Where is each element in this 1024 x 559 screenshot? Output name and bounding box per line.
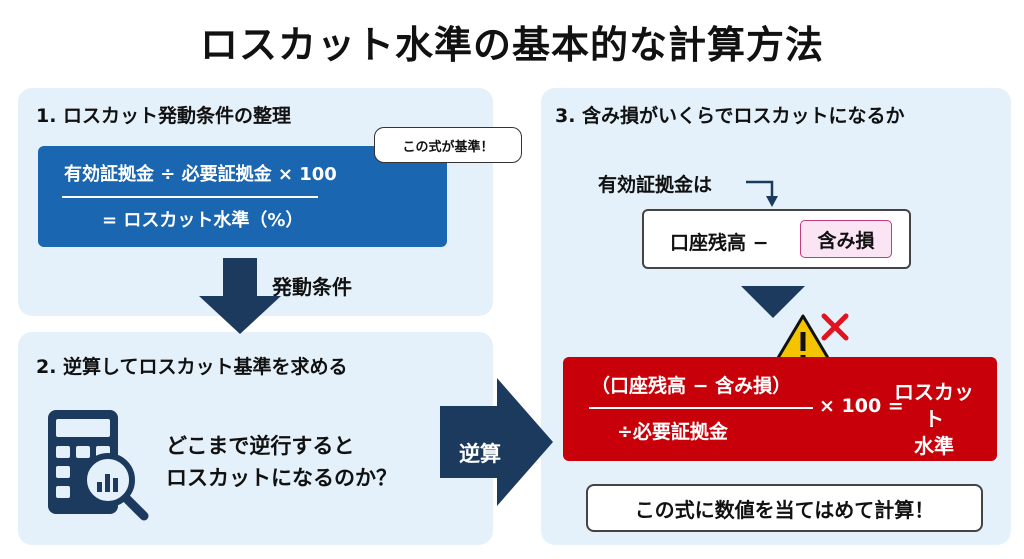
formula-box-blue: 有効証拠金 ÷ 必要証拠金 × 100 = ロスカット水準（%）: [38, 146, 447, 247]
trigger-label: 発動条件: [272, 275, 352, 299]
final-note-box: この式に数値を当てはめて計算！: [586, 484, 983, 532]
formula2-numerator: （口座残高 − 含み損）: [591, 375, 792, 397]
reverse-arrow-label: 逆算: [459, 442, 501, 466]
calculator-magnifier-icon: [44, 406, 154, 530]
down-triangle-panel3: [741, 286, 805, 318]
unrealized-loss-box: 含み損: [800, 220, 892, 258]
question-line-1: どこまで逆行すると: [166, 434, 355, 458]
formula-box-red: （口座残高 − 含み損） ÷必要証拠金 × 100 = ロスカット 水準: [563, 357, 997, 461]
speech-bubble: この式が基準！: [374, 127, 522, 163]
right-arrow-reverse: [440, 378, 553, 506]
formula2-fraction-line: [589, 407, 813, 409]
formula2-result-line-2: 水準: [914, 434, 954, 458]
formula1-denominator: = ロスカット水準（%）: [102, 210, 304, 231]
balance-text: 口座残高 −: [670, 232, 769, 254]
formula2-result: ロスカット 水準: [885, 379, 983, 460]
margin-pointer-arrow: [746, 180, 774, 198]
margin-pointer-head: [766, 196, 778, 207]
effective-margin-label: 有効証拠金は: [598, 174, 713, 196]
formula2-multiplier: × 100 =: [819, 395, 904, 417]
formula1-numerator: 有効証拠金 ÷ 必要証拠金 × 100: [64, 164, 337, 185]
question-line-2: ロスカットになるのか？: [166, 466, 397, 490]
panel3-heading: 3. 含み損がいくらでロスカットになるか: [555, 105, 905, 127]
balance-minus-loss-box: 口座残高 − 含み損: [642, 209, 911, 269]
page-title: ロスカット水準の基本的な計算方法: [199, 23, 824, 67]
red-cross-icon: [821, 313, 849, 341]
down-arrow-trigger: [199, 258, 281, 334]
formula2-result-line-1: ロスカット: [894, 380, 974, 431]
formula1-fraction-line: [62, 196, 318, 198]
panel-unrealized-loss: [541, 88, 1011, 545]
formula2-denominator: ÷必要証拠金: [617, 421, 728, 443]
question-text: どこまで逆行すると ロスカットになるのか？: [166, 430, 397, 494]
panel1-heading: 1. ロスカット発動条件の整理: [36, 105, 292, 127]
panel2-heading: 2. 逆算してロスカット基準を求める: [36, 356, 348, 378]
